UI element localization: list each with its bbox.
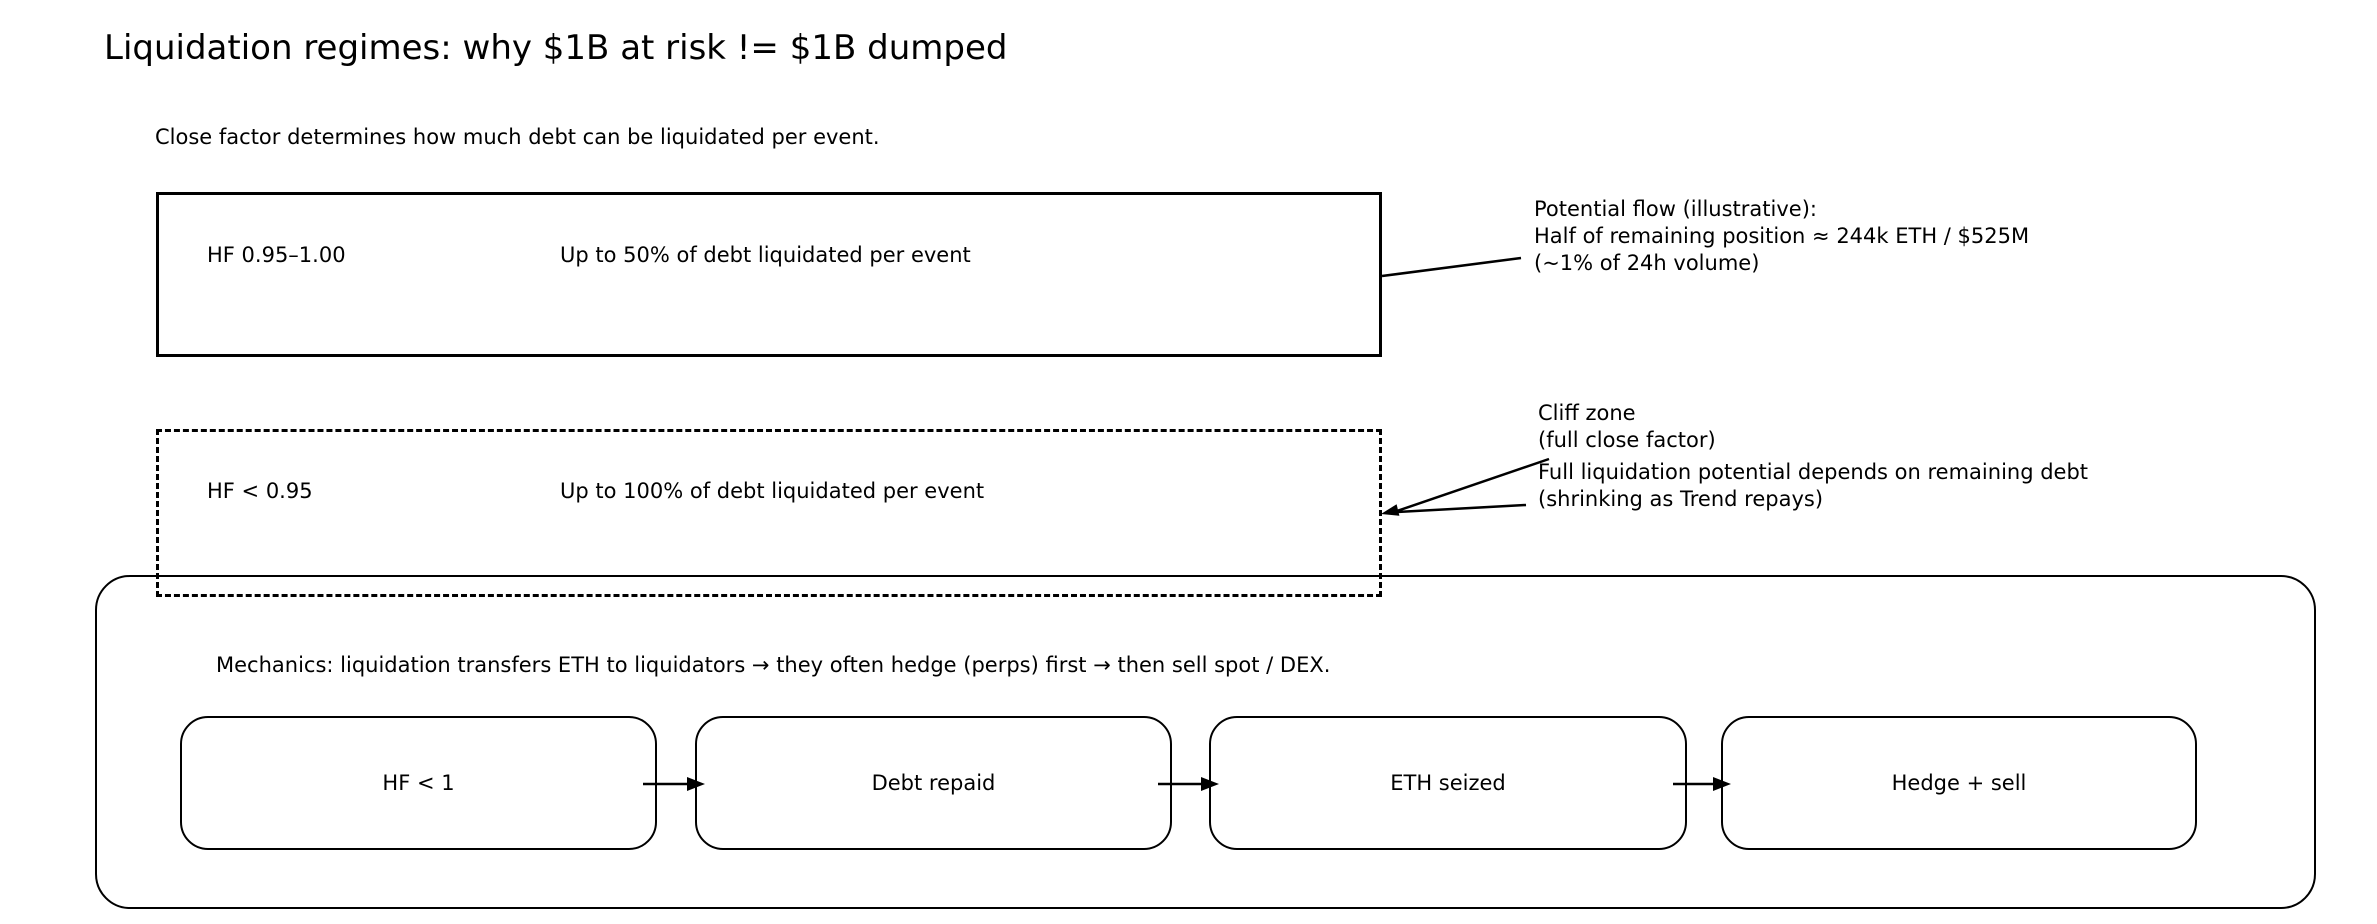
annotation-line: Cliff zone xyxy=(1538,401,1636,425)
flow-step-label: Debt repaid xyxy=(871,771,996,795)
regime-range-label: HF < 0.95 xyxy=(207,479,313,503)
flow-step-label: ETH seized xyxy=(1390,771,1506,795)
annotation-full-liquidation: Full liquidation potential depends on re… xyxy=(1538,459,2088,513)
regime-rule-label: Up to 50% of debt liquidated per event xyxy=(560,243,971,267)
leader-line-potential-flow xyxy=(1381,256,1522,278)
flow-step-hedge-sell: Hedge + sell xyxy=(1721,716,2197,850)
mechanics-caption: Mechanics: liquidation transfers ETH to … xyxy=(216,653,1331,677)
flow-step-hf-below-1: HF < 1 xyxy=(180,716,657,850)
annotation-line: Half of remaining position ≈ 244k ETH / … xyxy=(1534,224,2030,248)
annotation-potential-flow: Potential flow (illustrative): Half of r… xyxy=(1534,196,2029,277)
annotation-line: Full liquidation potential depends on re… xyxy=(1538,460,2089,484)
flow-step-label: Hedge + sell xyxy=(1891,771,2027,795)
annotation-line: (shrinking as Trend repays) xyxy=(1538,487,1824,511)
page-title: Liquidation regimes: why $1B at risk != … xyxy=(104,28,1008,68)
regime-range-label: HF 0.95–1.00 xyxy=(207,243,346,267)
arrowhead-into-dashed-box xyxy=(1381,504,1400,516)
regime-box-hf-095-100 xyxy=(156,192,1382,357)
regime-rule-label: Up to 100% of debt liquidated per event xyxy=(560,479,985,503)
annotation-line: (full close factor) xyxy=(1538,428,1716,452)
diagram-subtitle: Close factor determines how much debt ca… xyxy=(155,125,880,149)
leader-line-cliff-zone xyxy=(1396,457,1550,513)
regime-box-hf-below-095 xyxy=(156,429,1382,597)
flow-step-label: HF < 1 xyxy=(382,771,455,795)
flow-step-eth-seized: ETH seized xyxy=(1209,716,1687,850)
annotation-line: (~1% of 24h volume) xyxy=(1534,251,1760,275)
mechanics-container-box xyxy=(95,575,2316,909)
flow-step-debt-repaid: Debt repaid xyxy=(695,716,1172,850)
leader-line-full-liquidation xyxy=(1396,503,1527,514)
annotation-line: Potential flow (illustrative): xyxy=(1534,197,1817,221)
annotation-cliff-zone: Cliff zone (full close factor) xyxy=(1538,400,1716,454)
